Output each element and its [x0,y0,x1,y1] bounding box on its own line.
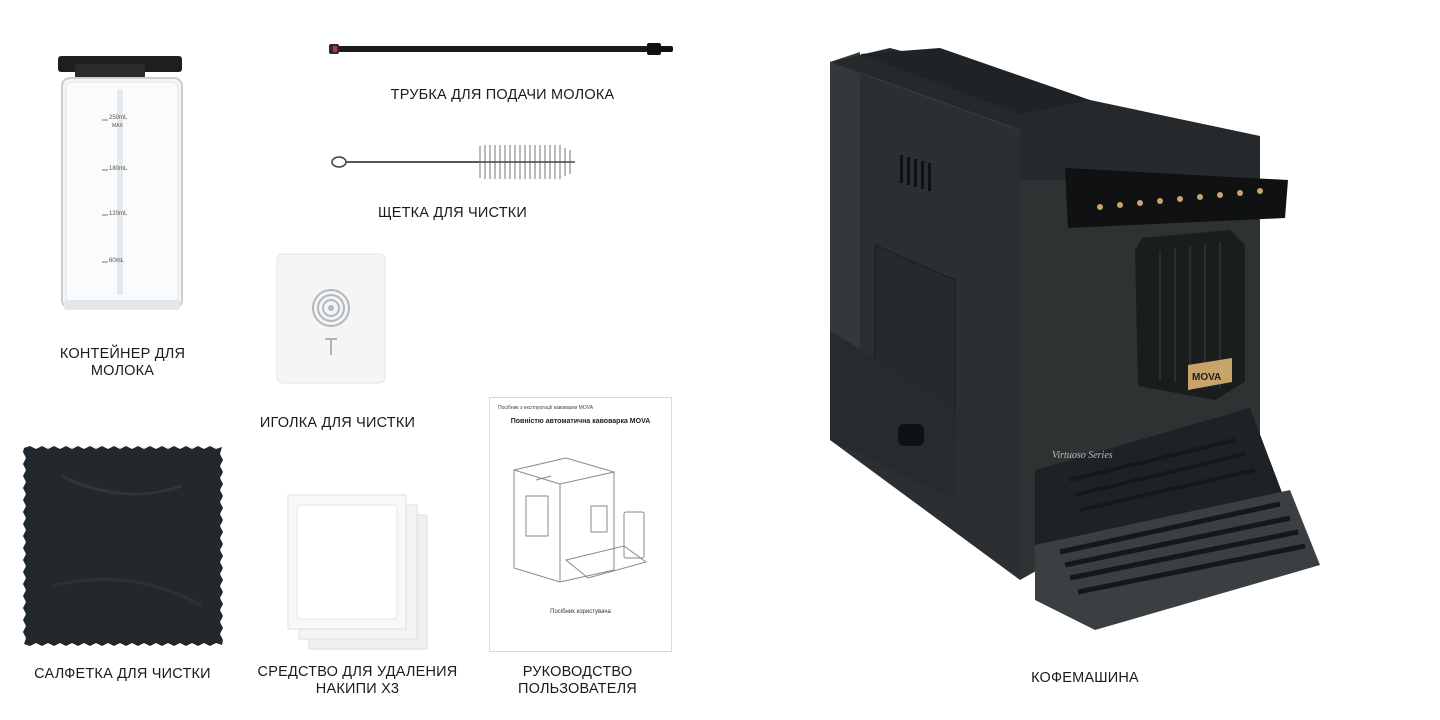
milk-tube-image [329,43,673,55]
manual-footer-text: Посібник користувача [550,609,611,615]
cleaning-brush-label: ЩЕТКА ДЛЯ ЧИСТКИ [377,205,528,221]
mark-120ml: 120mL [109,211,128,217]
mark-250ml: 250mL [109,115,128,121]
series-text: Virtuoso Series [1052,450,1113,461]
milk-container-image [58,56,183,310]
milk-container-label: КОНТЕЙНЕР ДЛЯ МОЛОКА [59,346,186,379]
cleaning-cloth [22,446,224,646]
coffee-machine-image: MOVA Virtuoso Series [830,48,1320,630]
cleaning-needle-image [276,253,386,384]
descaler-label: СРЕДСТВО ДЛЯ УДАЛЕНИЯ НАКИПИ Х3 [257,664,458,697]
mark-180ml: 180mL [109,166,128,172]
mark-60ml: 60mL [109,258,125,264]
manual-header-text: Посібник з експлуатації кавоварки MOVA [498,405,594,411]
cleaning-brush-image [331,145,575,179]
milk-tube [325,38,680,60]
user-manual: Посібник з експлуатації кавоварки MOVA П… [489,397,672,652]
user-manual-label: РУКОВОДСТВО ПОЛЬЗОВАТЕЛЯ [518,664,637,697]
coffee-machine-label: КОФЕМАШИНА [1031,670,1139,686]
brand-text: MOVA [1192,372,1221,383]
cleaning-needle [276,253,386,384]
manual-machine-drawing [513,457,648,583]
cleaning-cloth-image [23,446,223,646]
descaler-packets [285,493,430,653]
coffee-machine: MOVA Virtuoso Series [820,40,1340,640]
manual-title-text: Повністю автоматична кавоварка MOVA [510,418,651,425]
milk-container: 250mL MAX 180mL 120mL 60mL [50,50,200,320]
cleaning-needle-label: ИГОЛКА ДЛЯ ЧИСТКИ [259,415,416,431]
mark-max: MAX [112,123,123,129]
descaler-packets-image [287,494,428,650]
cleaning-brush [325,140,585,184]
cleaning-cloth-label: САЛФЕТКА ДЛЯ ЧИСТКИ [34,666,211,682]
milk-tube-label: ТРУБКА ДЛЯ ПОДАЧИ МОЛОКА [390,87,615,103]
